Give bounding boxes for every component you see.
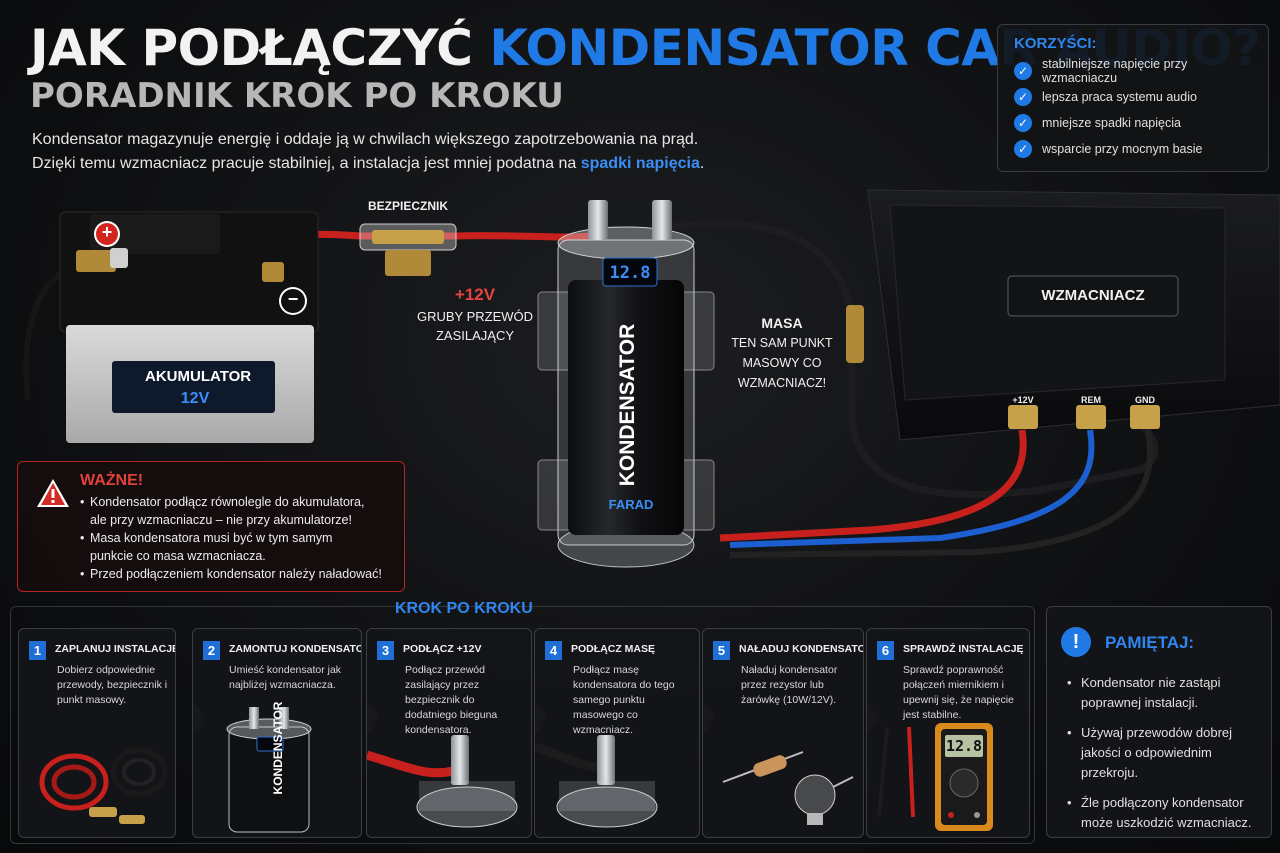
step-desc: Naładuj kondensator przez rezystor lub ż…	[741, 664, 838, 706]
warning-icon	[37, 479, 69, 507]
warning-box: WAŻNE! Kondensator podłącz równolegle do…	[17, 461, 405, 592]
step-card: 5 NAŁADUJ KONDENSATOR Naładuj kondensato…	[702, 628, 864, 838]
page-subtitle: PORADNIK KROK PO KROKU	[30, 76, 564, 116]
step-number: 5	[713, 641, 730, 660]
terminal-rem-label: REM	[1081, 395, 1101, 405]
warning-item-cont: ale przy wzmacniaczu – nie przy akumulat…	[90, 513, 352, 527]
power-label-line2: ZASILAJĄCY	[435, 328, 515, 343]
warning-item-cont: punkcie co masa wzmacniacza.	[90, 549, 266, 563]
ground-connect-icon	[535, 735, 658, 828]
step-desc: Sprawdź poprawność połączeń miernikiem i…	[903, 664, 1014, 721]
remember-title: PAMIĘTAJ:	[1105, 633, 1195, 652]
intro-text: Kondensator magazynuje energię i oddaje …	[32, 128, 772, 176]
benefit-item: ✓ stabilniejsze napięcie przy wzmacniaczu	[1014, 57, 1252, 85]
capacitor-unit: FARAD	[608, 497, 654, 512]
benefit-item: ✓ mniejsze spadki napięcia	[1014, 110, 1252, 136]
benefits-title: KORZYŚCI:	[1014, 35, 1097, 52]
remember-item: Źle podłączony kondensator może uszkodzi…	[1067, 793, 1263, 833]
step-desc: Umieść kondensator jak najbliżej wzmacni…	[229, 664, 342, 691]
intro-end: .	[699, 155, 705, 172]
ground-line3: WZMACNIACZ!	[737, 376, 827, 390]
capacitor-display: 12.8	[609, 263, 651, 283]
step-card: 3 PODŁĄCZ +12V Podłącz przewód zasilając…	[366, 628, 532, 838]
step-number: 4	[545, 641, 562, 660]
step-title: PODŁĄCZ MASĘ	[571, 643, 655, 655]
battery-voltage: 12V	[180, 390, 210, 407]
amplifier	[867, 189, 1280, 441]
step-card: 1 ZAPLANUJ INSTALACJĘ Dobierz odpowiedni…	[18, 628, 176, 838]
benefit-text: lepsza praca systemu audio	[1042, 90, 1197, 104]
meter-display: 12.8	[945, 737, 983, 755]
step-number: 6	[877, 641, 894, 660]
step-title: NAŁADUJ KONDENSATOR	[739, 643, 864, 655]
warning-item: Kondensator podłącz równolegle do akumul…	[80, 493, 390, 511]
power-connect-icon	[367, 735, 518, 828]
remember-item: Kondensator nie zastąpi poprawnej instal…	[1067, 673, 1263, 713]
warning-item: Przed podłączeniem kondensator należy na…	[80, 565, 390, 583]
steps-container	[10, 606, 1035, 844]
intro-line-1: Kondensator magazynuje energię i oddaje …	[32, 131, 699, 148]
step-desc: Dobierz odpowiednie przewody, bezpieczni…	[57, 664, 168, 706]
benefit-text: wsparcie przy mocnym basie	[1042, 142, 1203, 156]
benefits-box: KORZYŚCI: ✓ stabilniejsze napięcie przy w…	[997, 24, 1269, 172]
plus-sign: +	[101, 222, 113, 242]
power-voltage-label: +12V	[454, 285, 496, 304]
step-number: 3	[377, 641, 394, 660]
warning-item: Masa kondensatora musi być w tym samym	[80, 529, 390, 547]
fuse	[359, 223, 457, 276]
step-title: PODŁĄCZ +12V	[403, 643, 482, 655]
power-label-line1: GRUBY PRZEWÓD	[416, 309, 534, 324]
benefit-text: mniejsze spadki napięcia	[1042, 116, 1181, 130]
step-title: SPRAWDŹ INSTALACJĘ	[903, 643, 1024, 655]
check-icon: ✓	[1014, 88, 1032, 106]
minus-sign: −	[287, 289, 299, 309]
resistor-bulb-icon	[722, 751, 854, 825]
step-card: 6 SPRAWDŹ INSTALACJĘ Sprawdź poprawność …	[866, 628, 1030, 838]
step-card: 4 PODŁĄCZ MASĘ Podłącz masę kondensatora…	[534, 628, 700, 838]
step-card: 2 ZAMONTUJ KONDENSATOR Umieść kondensato…	[192, 628, 362, 838]
benefit-item: ✓ lepsza praca systemu audio	[1014, 84, 1252, 110]
step-title: ZAMONTUJ KONDENSATOR	[229, 643, 362, 655]
title-white-part: JAK PODŁĄCZYĆ	[30, 19, 473, 77]
check-icon: ✓	[1014, 114, 1032, 132]
step2-cap-label: KONDENSATOR	[271, 701, 285, 795]
cables-icon	[39, 747, 168, 824]
step-title: ZAPLANUJ INSTALACJĘ	[55, 643, 176, 655]
info-icon: !	[1061, 627, 1091, 657]
ground-line2: MASOWY CO	[742, 356, 822, 370]
ground-connector	[846, 305, 864, 363]
ground-title: MASA	[761, 315, 803, 331]
fuse-label: BEZPIECZNIK	[367, 199, 448, 213]
remember-box: ! PAMIĘTAJ: Kondensator nie zastąpi popr…	[1046, 606, 1272, 838]
intro-line-2: Dzięki temu wzmacniacz pracuje stabilnie…	[32, 152, 772, 176]
warning-title: WAŻNE!	[80, 472, 144, 489]
wiring-diagram	[23, 189, 1280, 568]
benefit-text: stabilniejsze napięcie przy wzmacniaczu	[1042, 57, 1188, 85]
steps-title: KROK PO KROKU	[395, 600, 533, 617]
terminal-plus-label: +12V	[1012, 395, 1034, 405]
amp-power-wire	[719, 429, 1027, 542]
intro-line-2-text: Dzięki temu wzmacniacz pracuje stabilnie…	[32, 155, 581, 172]
remote-wire	[729, 429, 1095, 548]
battery-label: AKUMULATOR	[145, 368, 252, 385]
step-number: 1	[29, 641, 46, 660]
capacitor-icon	[226, 707, 312, 833]
amp-ground-wire	[729, 429, 1153, 558]
capacitor-label: KONDENSATOR	[616, 323, 639, 487]
battery	[59, 211, 319, 443]
check-icon: ✓	[1014, 140, 1032, 158]
step-desc: Podłącz masę kondensatora do tego samego…	[573, 664, 675, 736]
multimeter-icon	[877, 723, 993, 831]
ground-line1: TEN SAM PUNKT	[731, 336, 833, 350]
benefit-item: ✓ wsparcie przy mocnym basie	[1014, 136, 1252, 162]
step-number: 2	[203, 641, 220, 660]
step-desc: Podłącz przewód zasilający przez bezpiec…	[405, 664, 498, 736]
remember-item: Używaj przewodów dobrej jakości o odpowi…	[1067, 723, 1263, 783]
terminal-gnd-label: GND	[1135, 395, 1155, 405]
amp-label: WZMACNIACZ	[1041, 287, 1145, 304]
capacitor	[537, 200, 715, 568]
check-icon: ✓	[1014, 62, 1032, 80]
intro-highlight: spadki napięcia	[580, 155, 700, 172]
